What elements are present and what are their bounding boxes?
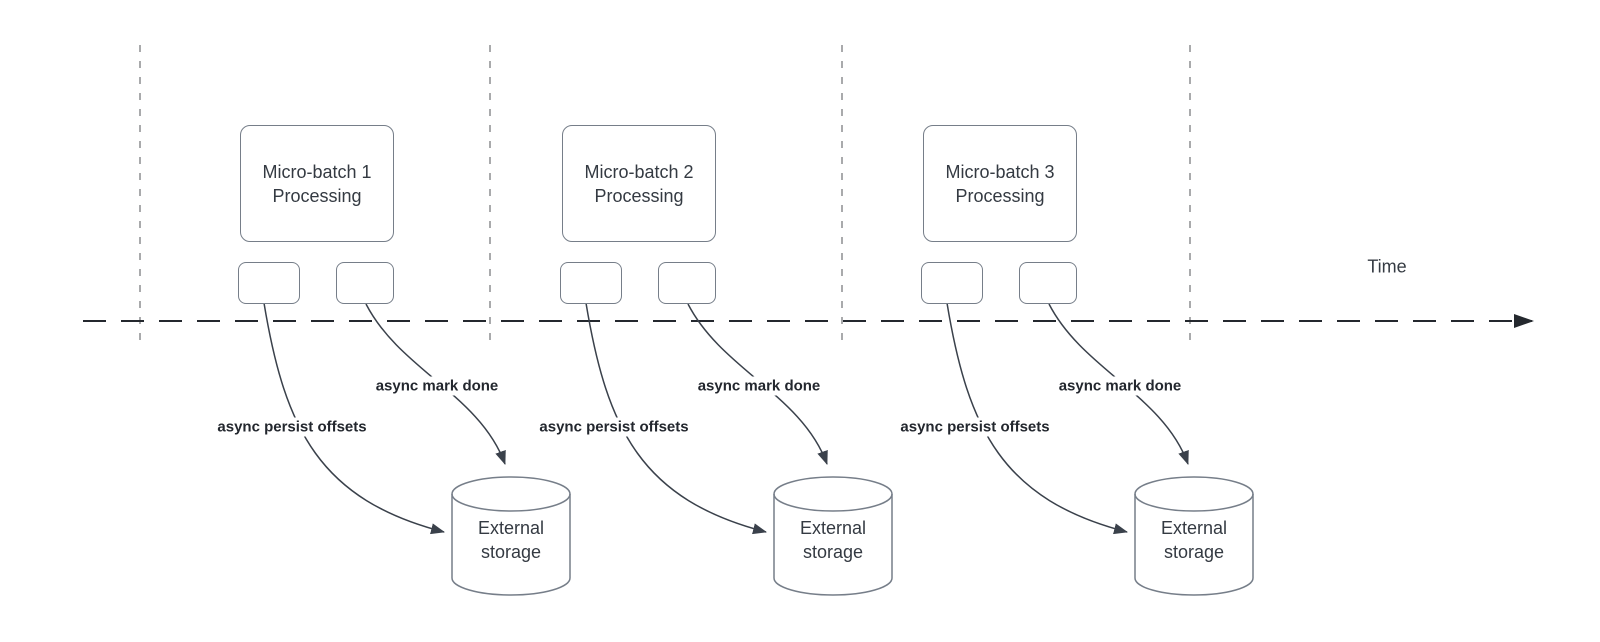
micro-batch-process-box-3: Micro-batch 3 Processing (923, 125, 1077, 242)
group-1-graphics (263, 302, 571, 596)
offset-task-box-1 (238, 262, 300, 304)
time-axis-label: Time (1367, 256, 1407, 277)
done-task-box-1 (336, 262, 394, 304)
persist-offsets-arrow-3 (946, 302, 1128, 535)
done-task-box-2 (658, 262, 716, 304)
external-storage-label-2: External storage (799, 518, 867, 562)
storage-cylinder-rim-3 (1134, 493, 1254, 512)
persist-offsets-label-3: async persist offsets (896, 417, 1054, 437)
persist-offsets-arrow-2 (585, 302, 767, 535)
offset-task-box-3 (921, 262, 983, 304)
mark-done-label-1: async mark done (371, 376, 503, 396)
done-task-box-3 (1019, 262, 1077, 304)
micro-batch-process-box-2: Micro-batch 2 Processing (562, 125, 716, 242)
mark-done-label-2: async mark done (693, 376, 825, 396)
persist-offsets-arrow-1 (263, 302, 445, 535)
persist-offsets-label-1: async persist offsets (213, 417, 371, 437)
offset-task-box-2 (560, 262, 622, 304)
storage-cylinder-rim-1 (451, 493, 571, 512)
external-storage-label-3: External storage (1160, 518, 1228, 562)
persist-offsets-label-2: async persist offsets (535, 417, 693, 437)
storage-cylinder-rim-2 (773, 493, 893, 512)
storage-cylinder-2 (773, 476, 893, 596)
external-storage-label-1: External storage (477, 518, 545, 562)
mark-done-label-3: async mark done (1054, 376, 1186, 396)
micro-batch-process-box-1: Micro-batch 1 Processing (240, 125, 394, 242)
storage-cylinder-1 (451, 476, 571, 596)
group-2-graphics (585, 302, 893, 596)
storage-cylinder-3 (1134, 476, 1254, 596)
group-3-graphics (946, 302, 1254, 596)
